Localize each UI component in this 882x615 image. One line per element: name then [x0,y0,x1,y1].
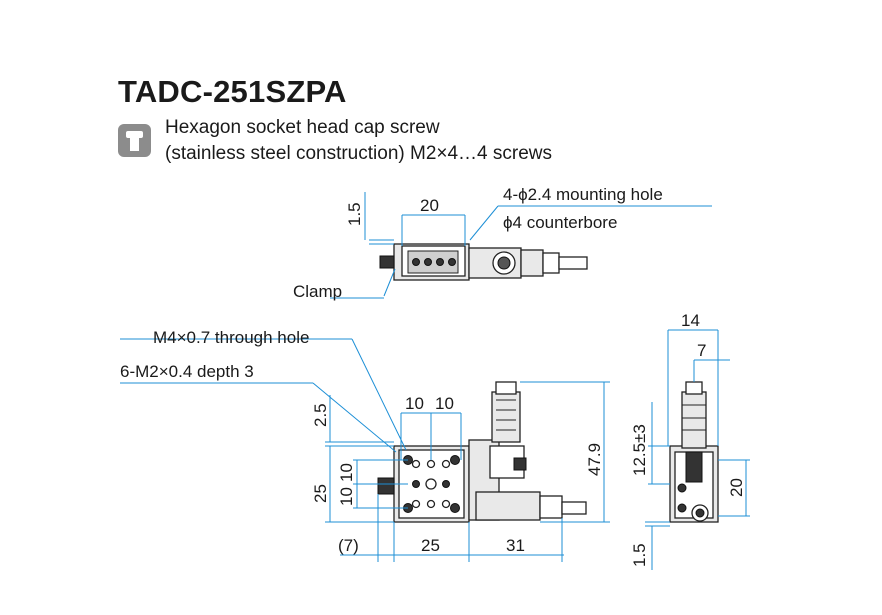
front-dim-10c: 10 [337,463,356,482]
side-dim-1-5: 1.5 [630,543,649,567]
front-view [120,338,610,562]
dimension-labels: 20 1.5 4-ϕ2.4 mounting hole ϕ4 counterbo… [120,185,746,567]
front-clamp [377,477,395,495]
front-dim-47-9: 47.9 [585,443,604,476]
front-dim-10d: 10 [337,487,356,506]
top-dim-20: 20 [420,196,439,215]
side-dim-14: 14 [681,311,700,330]
top-dim-1-5: 1.5 [345,202,364,226]
top-knob-shaft [558,256,588,270]
model-title: TADC-251SZPA [118,74,347,109]
side-view [645,329,750,570]
front-dim-7-paren: (7) [338,536,359,555]
front-dim-10b: 10 [435,394,454,413]
note-line-1: Hexagon socket head cap screw [165,117,440,138]
front-dim-2-5: 2.5 [311,403,330,427]
side-dim-12-5: 12.5±3 [630,424,649,476]
clamp-screw [379,255,395,269]
counterbore-label: ϕ4 counterbore [503,213,617,232]
front-dim-25-h: 25 [421,536,440,555]
mounting-hole-label: 4-ϕ2.4 mounting hole [503,185,663,204]
screw-icon [118,124,151,157]
front-dim-25-v: 25 [311,484,330,503]
side-dim-20: 20 [727,478,746,497]
through-hole-label: M4×0.7 through hole [153,328,309,347]
top-view [330,192,712,299]
front-dim-31: 31 [506,536,525,555]
note-line-2: (stainless steel construction) M2×4…4 sc… [165,143,553,164]
front-dim-10a: 10 [405,394,424,413]
tapped-holes-label: 6-M2×0.4 depth 3 [120,362,254,381]
side-dim-7: 7 [697,341,706,360]
side-knob [681,391,707,449]
clamp-label: Clamp [293,282,342,301]
